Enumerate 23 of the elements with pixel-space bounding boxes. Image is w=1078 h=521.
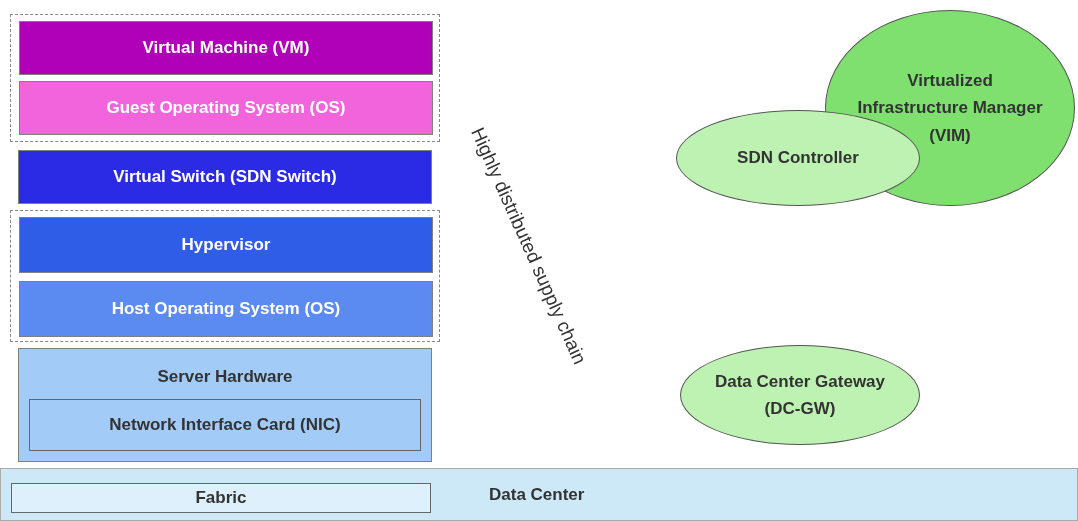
dashed-group-box: [10, 210, 440, 342]
layer-box: [18, 348, 432, 462]
layer-box: [19, 21, 433, 75]
layer-box: [18, 150, 432, 204]
layer-box: [29, 399, 421, 451]
layer-label: Network Interface Card (NIC): [109, 414, 341, 437]
layer-label: Fabric: [195, 487, 247, 510]
layer-band: [0, 468, 1078, 521]
layer-box: [19, 81, 433, 135]
layer-label: Server Hardware: [157, 366, 293, 388]
layer-box: [11, 483, 431, 513]
layer-box: [19, 217, 433, 273]
layer-label: SDN Controller: [736, 147, 860, 170]
layer-label: Virtual Switch (SDN Switch): [113, 166, 337, 189]
layer-label: Virtualized Infrastructure Manager (VIM): [856, 70, 1044, 147]
layer-label: Hypervisor: [181, 234, 271, 257]
layer-label: Host Operating System (OS): [111, 298, 341, 321]
layer-label: Data Center Gateway (DC-GW): [713, 370, 887, 420]
dashed-group-box: [10, 14, 440, 142]
layer-label: Virtual Machine (VM): [142, 37, 310, 60]
layer-box: [19, 281, 433, 337]
layer-label: Data Center: [489, 483, 585, 506]
layer-label: Guest Operating System (OS): [106, 97, 346, 120]
